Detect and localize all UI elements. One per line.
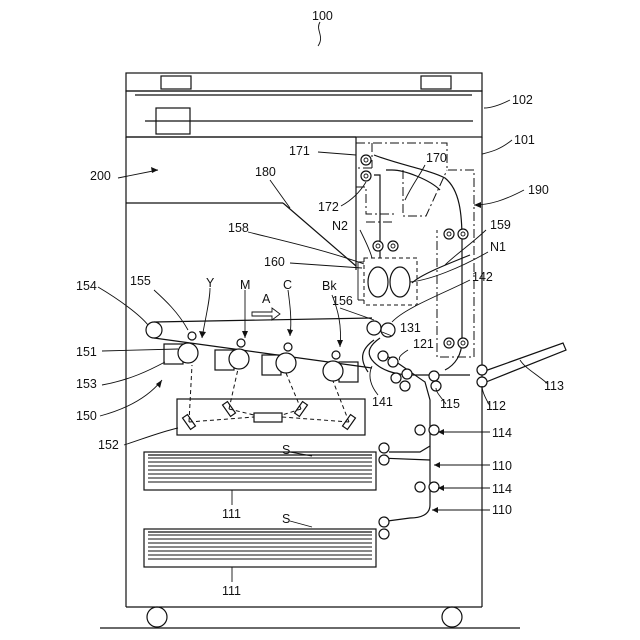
- label-111a: 111: [222, 507, 241, 521]
- label-114b: 114: [492, 482, 512, 496]
- label-156: 156: [332, 294, 353, 308]
- label-reverse-guide: 170: [426, 151, 447, 165]
- label-color-y: Y: [206, 276, 215, 290]
- label-branch: 172: [318, 200, 339, 214]
- leader-lines: [98, 22, 548, 582]
- label-sheet-s2: S: [282, 512, 290, 526]
- wheel-left: [147, 607, 167, 627]
- main-body: [100, 137, 520, 628]
- wheel-right: [442, 607, 462, 627]
- label-114a: 114: [492, 426, 512, 440]
- label-roller-159: 159: [490, 218, 511, 232]
- label-duplex-path: 190: [528, 183, 549, 197]
- label-fixing-unit: 160: [264, 255, 285, 269]
- label-path-n2: N2: [332, 219, 348, 233]
- scanner-unit: [126, 73, 482, 137]
- label-155: 155: [130, 274, 151, 288]
- image-stations: [164, 332, 358, 382]
- label-belt-154: 154: [76, 279, 97, 293]
- label-112: 112: [486, 399, 506, 413]
- label-device: 100: [312, 9, 333, 23]
- label-path-n1: N1: [490, 240, 506, 254]
- paper-tray-lower: [144, 517, 389, 567]
- label-151: 151: [76, 345, 97, 359]
- rollers-114: [415, 425, 439, 492]
- label-sheet-s1: S: [282, 443, 290, 457]
- label-150: 150: [76, 409, 97, 423]
- label-color-m: M: [240, 278, 250, 292]
- label-113: 113: [544, 379, 564, 393]
- label-scanner: 102: [512, 93, 533, 107]
- label-color-c: C: [283, 278, 292, 292]
- label-115: 115: [440, 397, 460, 411]
- label-141: 141: [372, 395, 393, 409]
- labels: 100 102 101 200 171 170 172 190 180 N2 N…: [76, 9, 564, 598]
- label-153: 153: [76, 377, 97, 391]
- label-110a: 110: [492, 459, 512, 473]
- label-111b: 111: [222, 584, 241, 598]
- label-direction-a: A: [262, 292, 271, 306]
- label-110b: 110: [492, 503, 512, 517]
- label-body: 101: [514, 133, 535, 147]
- label-131: 131: [400, 321, 421, 335]
- label-152: 152: [98, 438, 119, 452]
- label-upper-roller: 171: [289, 144, 310, 158]
- label-guide-plate: 180: [255, 165, 276, 179]
- label-output-tray: 200: [90, 169, 111, 183]
- label-fixing-rollers: 158: [228, 221, 249, 235]
- fixing-unit-160: [358, 258, 417, 305]
- label-142: 142: [472, 270, 493, 284]
- label-color-bk: Bk: [322, 279, 337, 293]
- label-121: 121: [413, 337, 434, 351]
